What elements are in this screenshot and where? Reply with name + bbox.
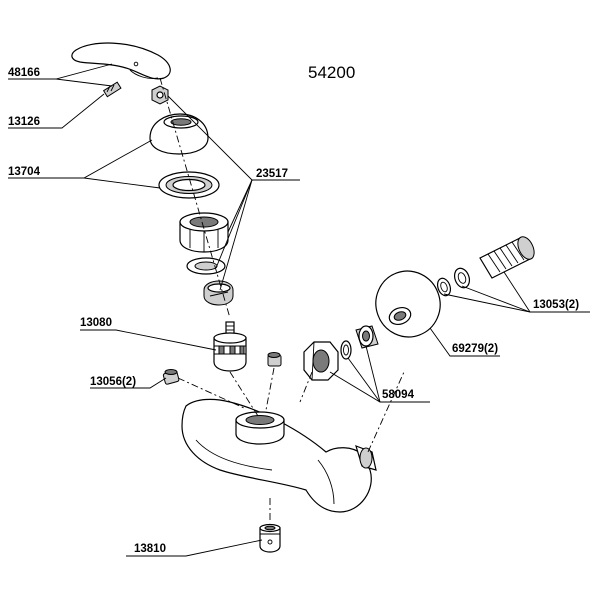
- cover-dome-part: [149, 113, 209, 155]
- stop-ring-part: [203, 280, 234, 306]
- eccentric-fitting-part: [479, 236, 535, 279]
- check-valve-left-part: [162, 369, 180, 385]
- washer-small-part: [436, 277, 452, 297]
- union-nut-part: [303, 341, 339, 381]
- connector-nipple-part: [355, 325, 379, 349]
- part-label-13056: 13056(2): [90, 376, 136, 388]
- handle-nut-part: [151, 85, 169, 105]
- washer-large-part: [453, 267, 471, 289]
- model-number: 54200: [308, 63, 355, 82]
- part-label-69279: 69279(2): [452, 343, 498, 355]
- retaining-ring-part: [158, 171, 220, 199]
- washer-part: [186, 257, 226, 275]
- part-label-23517: 23517: [256, 168, 288, 180]
- part-label-13126: 13126: [8, 116, 40, 128]
- check-valve-right-part: [267, 352, 282, 367]
- assembly-centerlines: [159, 77, 405, 522]
- part-label-13810: 13810: [134, 543, 166, 555]
- cartridge-part: [213, 321, 247, 372]
- bonnet-nut-part: [179, 212, 229, 253]
- set-screw-part: [102, 81, 122, 98]
- mixer-body-part: [181, 398, 377, 513]
- part-label-58094: 58094: [382, 389, 415, 401]
- o-ring-part: [340, 340, 352, 360]
- part-label-48166: 48166: [8, 67, 40, 79]
- part-label-13080: 13080: [80, 317, 112, 329]
- leader-lines: [8, 63, 590, 557]
- part-label-13053: 13053(2): [533, 299, 579, 311]
- handle-lever-part: [71, 42, 171, 80]
- outlet-adaptor-part: [259, 523, 281, 553]
- part-label-13704: 13704: [8, 166, 41, 178]
- escutcheon-flange-part: [375, 270, 441, 338]
